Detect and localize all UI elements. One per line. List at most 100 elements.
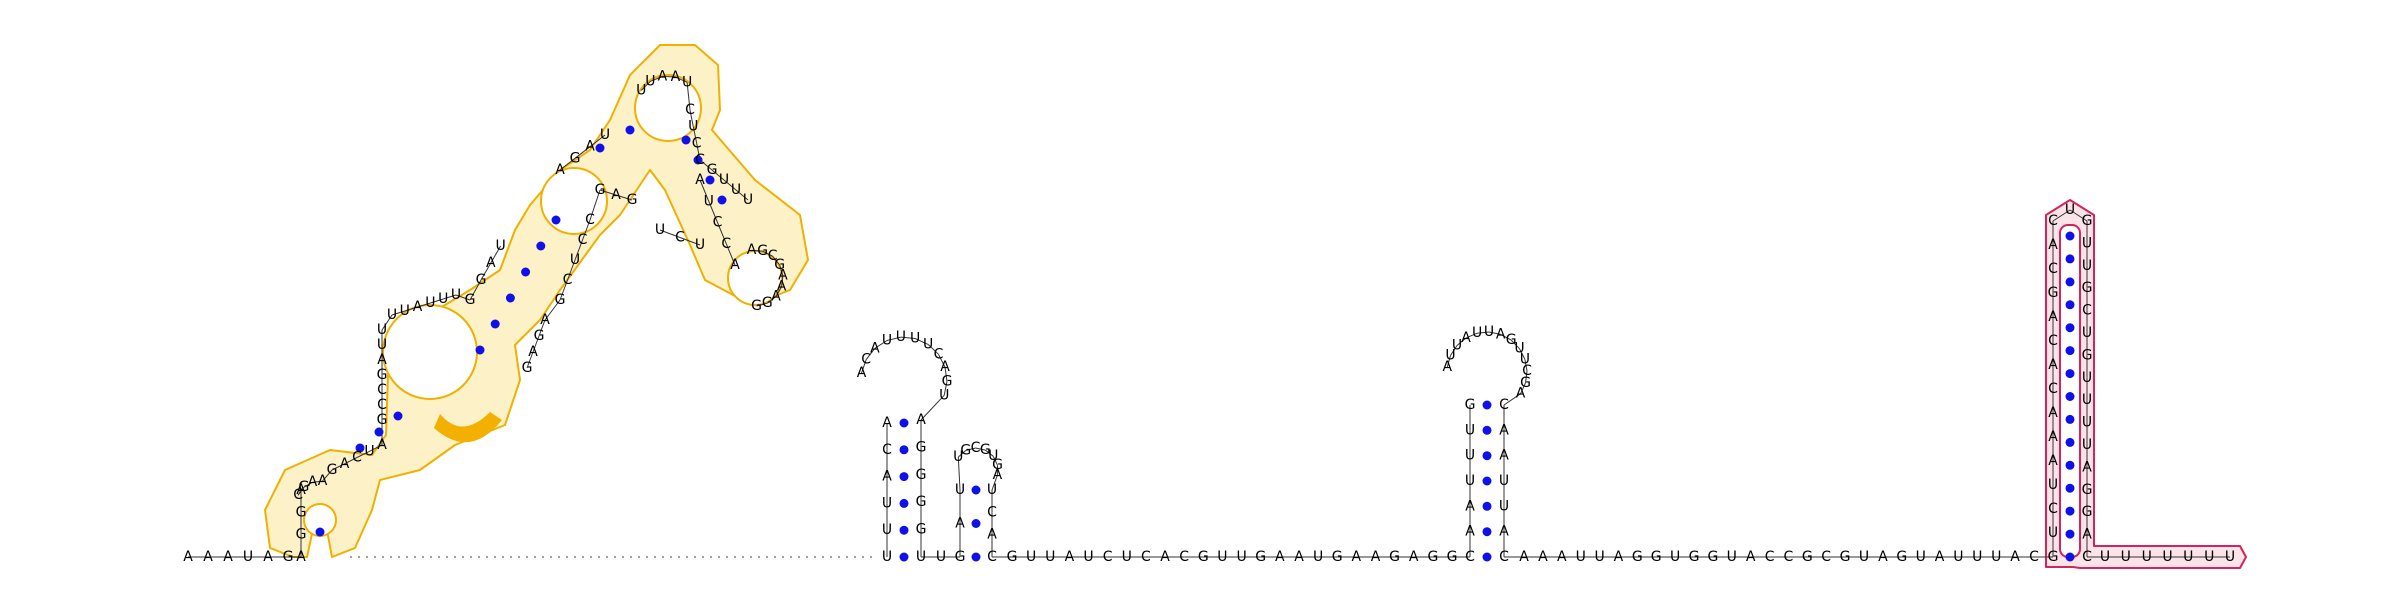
backbone-link: [675, 76, 688, 83]
nucleotide-label: U: [636, 82, 646, 98]
backbone-link: [781, 275, 784, 287]
nucleotide-label: G: [992, 457, 1003, 473]
nucleotide-label: U: [400, 303, 410, 319]
nucleotide-label: G: [283, 549, 294, 565]
nucleotide-label: A: [916, 412, 926, 428]
nucleotide-label: U: [364, 443, 374, 459]
backbone-link: [1446, 355, 1451, 368]
nucleotide-label: U: [2048, 525, 2058, 541]
nucleotide-label: A: [730, 257, 740, 273]
base-pair-dot: [1482, 476, 1492, 486]
nucleotide-label: U: [1859, 549, 1869, 565]
nucleotide-label: A: [2082, 459, 2092, 475]
nucleotide-label: A: [1557, 549, 1567, 565]
base-pair-dot: [2065, 506, 2075, 516]
backbone-link: [965, 447, 976, 451]
nucleotide-label: A: [1519, 549, 1529, 565]
nucleotide-label: C: [692, 135, 702, 151]
backbone-link: [723, 179, 737, 191]
nucleotide-label: A: [1496, 326, 1506, 342]
nucleotide-label: G: [555, 292, 566, 308]
nucleotide-label: G: [916, 494, 927, 510]
nucleotide-label: A: [486, 255, 496, 271]
nucleotide-label: C: [2082, 303, 2092, 319]
nucleotide-label: A: [296, 482, 306, 498]
backbone-link: [927, 344, 939, 355]
nucleotide-label: C: [1765, 549, 1775, 565]
nucleotide-label: U: [896, 329, 906, 345]
nucleotide-label: G: [751, 298, 762, 314]
nucleotide-label: A: [1409, 549, 1419, 565]
nucleotide-label: C: [585, 212, 595, 228]
nucleotide-label: C: [2048, 381, 2058, 397]
nucleotide-label: A: [1443, 359, 1453, 375]
nucleotide-label: G: [298, 479, 309, 495]
backbone-link: [567, 259, 576, 281]
nucleotide-label: G: [296, 527, 307, 543]
nucleotide-label: U: [655, 222, 665, 238]
nucleotide-label: G: [1520, 375, 1531, 391]
nucleotide-label: U: [936, 549, 946, 565]
nucleotide-label: G: [1255, 549, 1266, 565]
backbone-link: [874, 340, 888, 349]
nucleotide-label: U: [682, 74, 692, 90]
nucleotide-label: U: [2183, 549, 2193, 565]
backbone-link: [711, 169, 725, 181]
backbone-link: [526, 351, 534, 369]
nucleotide-label: G: [980, 442, 991, 458]
nucleotide-label: G: [1632, 549, 1643, 565]
nucleotide-label: U: [1953, 549, 1963, 565]
nucleotide-label: U: [495, 238, 505, 254]
nucleotide-label: G: [570, 150, 581, 166]
nucleotide-label: U: [2082, 325, 2092, 341]
nucleotide-label: C: [1499, 549, 1509, 565]
base-pair-dot: [971, 519, 981, 528]
nucleotide-label: U: [988, 448, 998, 464]
nucleotide-label: C: [882, 442, 892, 458]
nucleotide-label: A: [2082, 527, 2092, 543]
nucleotide-label: U: [1916, 549, 1926, 565]
base-pair-dot: [899, 498, 909, 508]
nucleotide-label: U: [1217, 549, 1227, 565]
nucleotide-label: G: [960, 443, 971, 459]
nucleotide-label: G: [2048, 549, 2059, 565]
backbone-link: [943, 381, 948, 396]
backbone-link: [914, 338, 929, 345]
backbone-link: [717, 222, 727, 244]
nucleotide-label: U: [1236, 549, 1246, 565]
backbone-link: [1465, 332, 1478, 339]
backbone-link: [582, 219, 591, 241]
backbone-link: [480, 262, 492, 281]
nucleotide-label: G: [762, 295, 773, 311]
nucleotide-label: U: [1465, 473, 1475, 489]
base-pair-dot: [899, 525, 909, 535]
nucleotide-label: C: [685, 102, 695, 118]
nucleotide-label: G: [1896, 549, 1907, 565]
backbone-link: [991, 475, 998, 491]
nucleotide-label: G: [707, 162, 718, 178]
backbone-link: [490, 245, 502, 264]
nucleotide-label: G: [1465, 397, 1476, 413]
nucleotide-label: U: [2162, 549, 2172, 565]
nucleotide-label: A: [1352, 549, 1362, 565]
nucleotide-label: G: [955, 549, 966, 565]
nucleotide-label: U: [2082, 370, 2092, 386]
base-pair-dot: [693, 155, 703, 165]
nucleotide-label: G: [2082, 347, 2093, 363]
backbone-link: [1488, 331, 1501, 335]
base-pair-dot: [2065, 437, 2075, 447]
nucleotide-label: U: [2121, 549, 2131, 565]
backbone-link: [938, 354, 946, 368]
base-pair-dot: [355, 443, 365, 453]
nucleotide-label: U: [1083, 549, 1093, 565]
nucleotide-label: A: [340, 456, 350, 472]
nucleotide-label: A: [263, 549, 273, 565]
nucleotide-label: A: [987, 527, 997, 543]
base-pair-dot: [1482, 451, 1492, 461]
backbone-link: [944, 367, 948, 382]
base-pair-dot: [2065, 231, 2075, 241]
backbone-link: [975, 447, 986, 451]
nucleotide-label: A: [611, 187, 621, 203]
